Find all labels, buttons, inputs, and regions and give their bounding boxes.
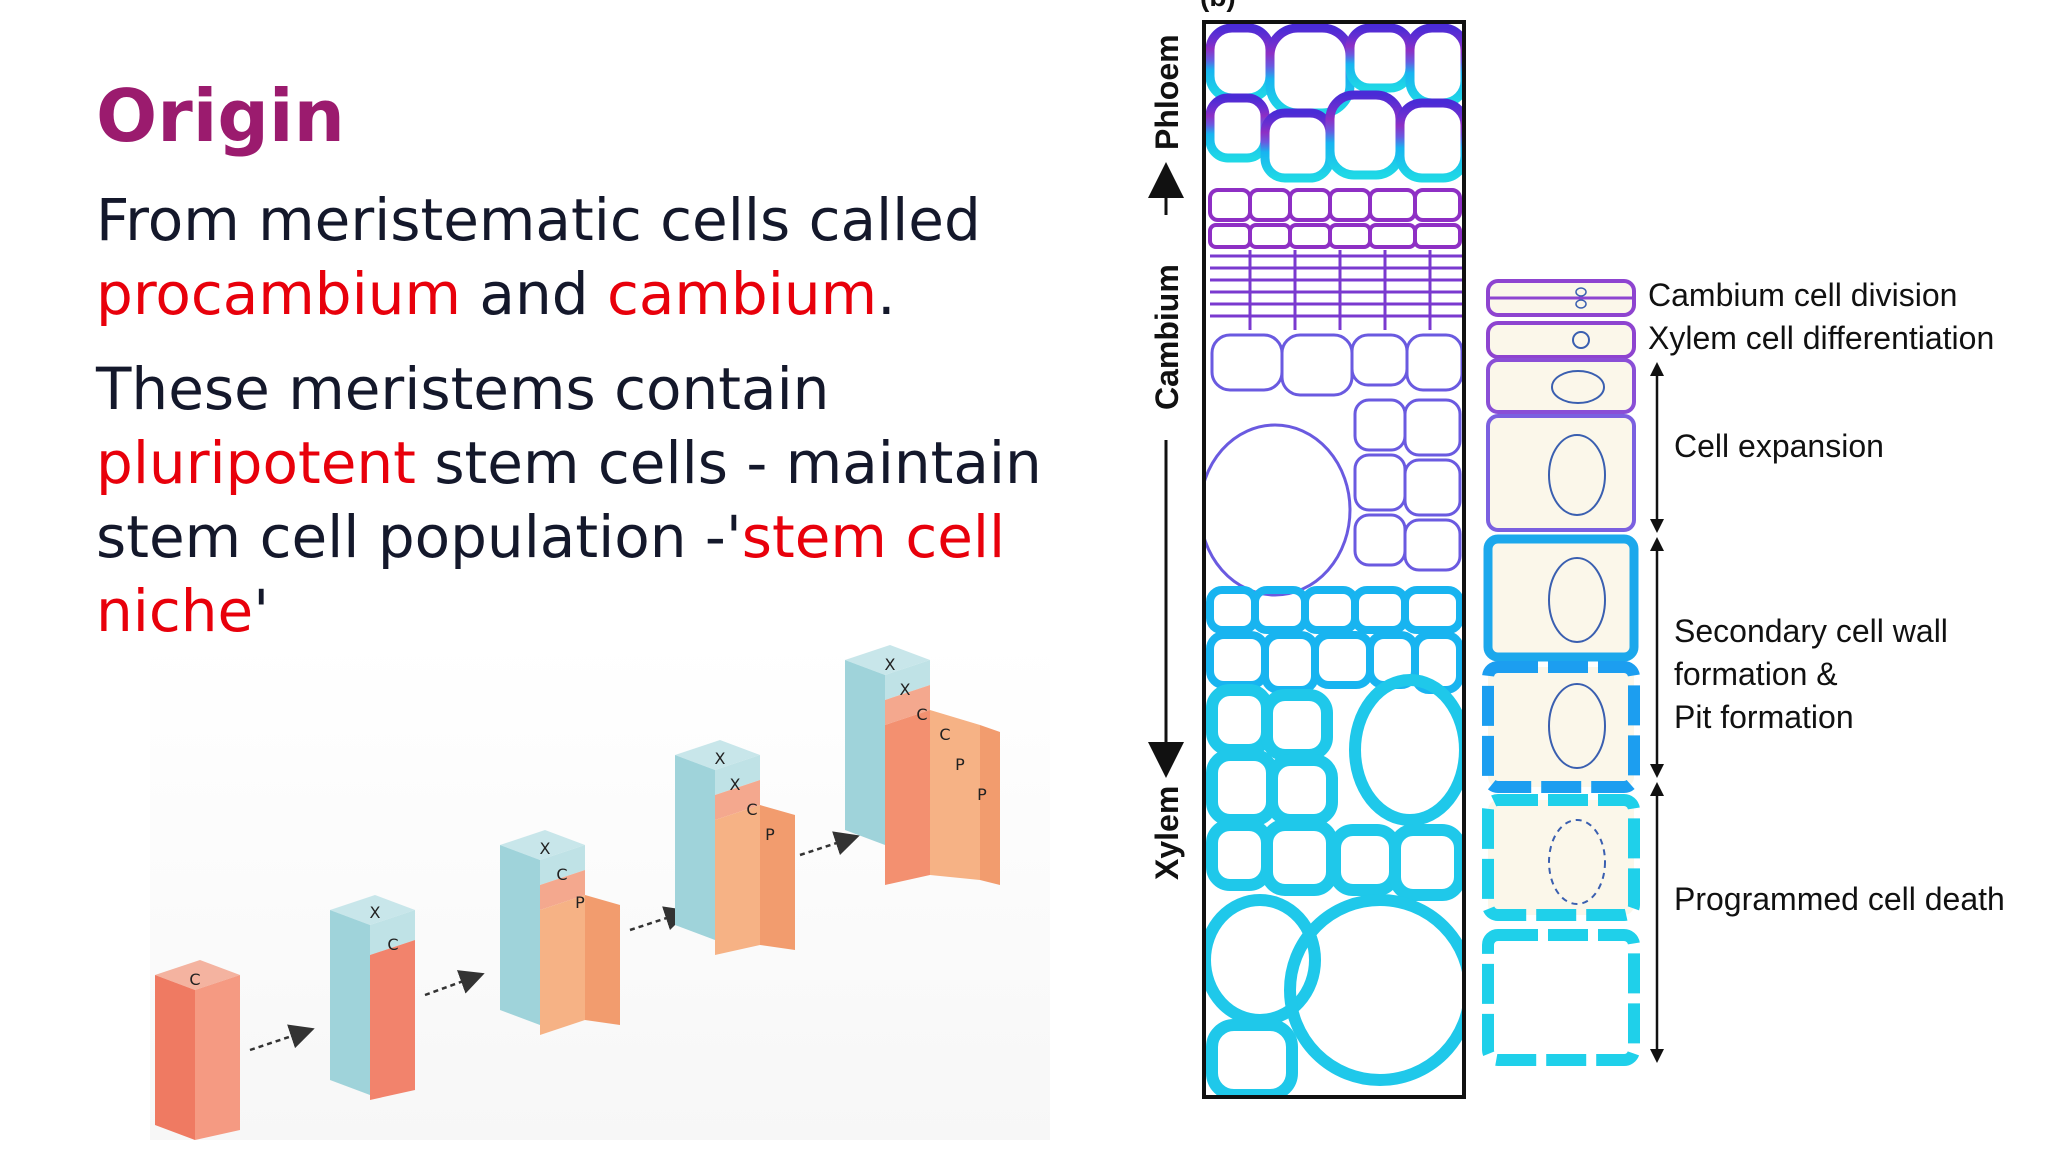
- block-letter: C: [746, 800, 757, 819]
- para1-text-3: .: [877, 260, 896, 328]
- stage-2-block: X C: [330, 895, 415, 1100]
- cambium-division-diagram: C X C X C P X X C P: [150, 640, 1050, 1140]
- stage-5-block: X X C C P P: [845, 645, 1000, 885]
- stage-1-block: C: [155, 960, 240, 1140]
- para2-text-1: These meristems contain: [96, 355, 830, 423]
- block-letter: X: [370, 903, 381, 922]
- block-letter: P: [765, 825, 775, 844]
- block-letter: C: [939, 725, 950, 744]
- block-letter: X: [540, 839, 551, 858]
- tissue-frame: [1202, 20, 1466, 1099]
- panel-label: (b): [1200, 0, 1236, 12]
- block-letter: P: [977, 785, 987, 804]
- stage-cells: [1482, 279, 1640, 1066]
- slide-title: Origin: [96, 74, 345, 158]
- arrow-4: [799, 831, 860, 857]
- label-pit-formation: Pit formation: [1674, 699, 1854, 735]
- meristem-paragraph: These meristems contain pluripotent stem…: [96, 352, 1056, 648]
- block-letter: P: [955, 755, 965, 774]
- block-letter: P: [575, 893, 585, 912]
- block-letter: C: [556, 865, 567, 884]
- stage-4-block: X X C P: [675, 740, 795, 955]
- phloem-label: Phloem: [1149, 34, 1185, 150]
- para2-text-2: stem cells - maintain stem cell populati…: [96, 429, 1042, 571]
- stem-cell-niche-term: stem cell niche: [96, 503, 1006, 645]
- block-letter: C: [916, 705, 927, 724]
- para2-text-3: ': [253, 577, 270, 645]
- label-secondary-wall-2: formation &: [1674, 656, 1838, 692]
- para1-text-1: From meristematic cells called: [96, 186, 981, 254]
- origin-paragraph: From meristematic cells called procambiu…: [96, 183, 1056, 331]
- label-cambium-division: Cambium cell division: [1648, 277, 1957, 313]
- procambium-term: procambium: [96, 260, 461, 328]
- cambium-term: cambium: [607, 260, 878, 328]
- tissue-section: [1204, 22, 1464, 1097]
- label-secondary-wall-1: Secondary cell wall: [1674, 613, 1948, 649]
- para1-text-2: and: [461, 260, 607, 328]
- cambium-label: Cambium: [1149, 264, 1185, 410]
- bracket-arrowheads: [1650, 362, 1664, 1063]
- block-letter: X: [885, 655, 896, 674]
- block-letter: C: [189, 970, 200, 989]
- xylem-label: Xylem: [1149, 786, 1185, 880]
- label-xylem-differentiation: Xylem cell differentiation: [1648, 320, 1994, 356]
- arrow-2: [424, 970, 485, 997]
- pluripotent-term: pluripotent: [96, 429, 416, 497]
- label-programmed-cell-death: Programmed cell death: [1674, 881, 2005, 917]
- label-cell-expansion: Cell expansion: [1674, 428, 1884, 464]
- block-letter: X: [730, 775, 741, 794]
- stage-3-block: X C P: [500, 830, 620, 1035]
- block-letter: X: [715, 749, 726, 768]
- block-letter: X: [900, 680, 911, 699]
- block-letter: C: [387, 935, 398, 954]
- xylem-development-diagram: (b) Phloem Cambium Xylem: [1148, 0, 2005, 1099]
- arrow-1: [249, 1024, 315, 1052]
